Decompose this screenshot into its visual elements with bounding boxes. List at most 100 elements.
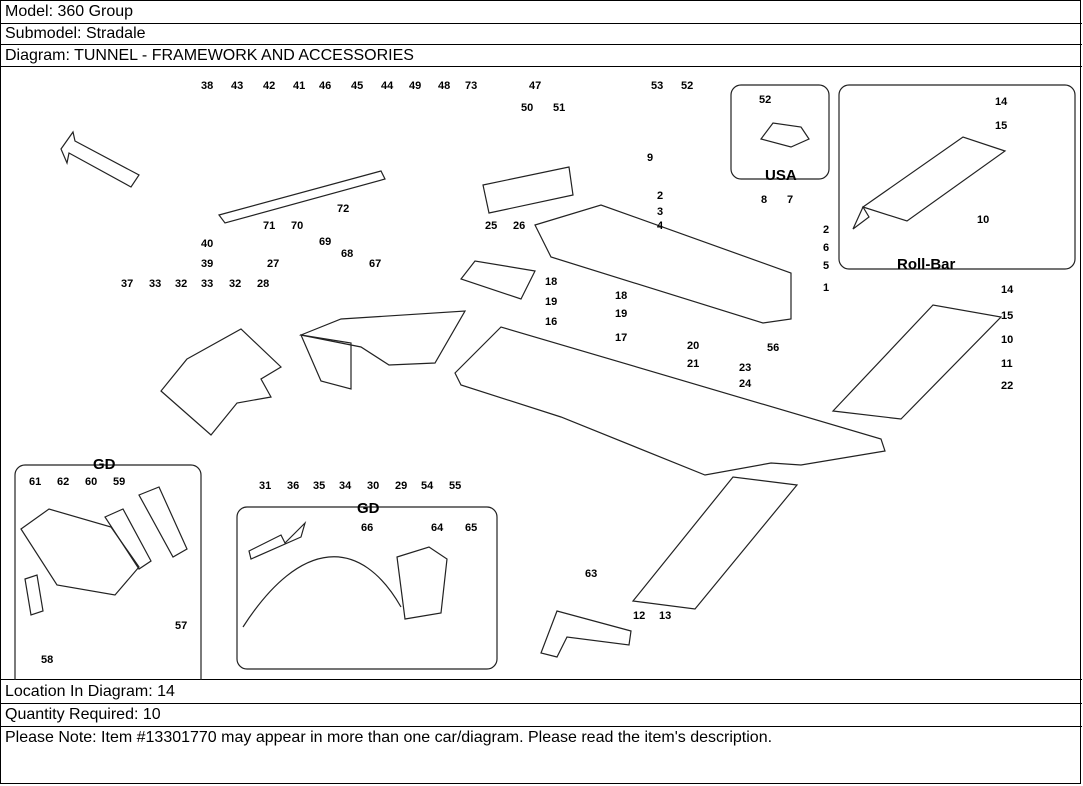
part-callout-58: 58 <box>41 654 53 666</box>
part-callout-6: 6 <box>823 242 829 254</box>
rollbar-label: Roll-Bar <box>897 256 956 273</box>
part-callout-47: 47 <box>529 80 541 92</box>
part-callout-28: 28 <box>257 278 269 290</box>
part-callout-65: 65 <box>465 522 477 534</box>
usa-inset-frame <box>730 84 830 180</box>
part-callout-71: 71 <box>263 220 275 232</box>
net-pocket-part <box>460 260 536 300</box>
part-callout-46: 46 <box>319 80 331 92</box>
part-callout-52: 52 <box>759 94 771 106</box>
part-callout-10: 10 <box>977 214 989 226</box>
part-callout-41: 41 <box>293 80 305 92</box>
part-callout-72: 72 <box>337 203 349 215</box>
gd-center-label: GD <box>357 500 380 517</box>
part-callout-18: 18 <box>545 276 557 288</box>
note-row: Please Note: Item #13301770 may appear i… <box>1 727 1082 785</box>
part-callout-2: 2 <box>657 190 663 202</box>
part-callout-61: 61 <box>29 476 41 488</box>
part-callout-1: 1 <box>823 282 829 294</box>
part-callout-24: 24 <box>739 378 752 390</box>
diagram-title-row: Diagram: TUNNEL - FRAMEWORK AND ACCESSOR… <box>1 45 1082 67</box>
part-callout-21: 21 <box>687 358 699 370</box>
part-callout-35: 35 <box>313 480 325 492</box>
part-callout-38: 38 <box>201 80 213 92</box>
direction-arrow-icon <box>60 130 140 188</box>
part-callout-69: 69 <box>319 236 331 248</box>
part-callout-16: 16 <box>545 316 557 328</box>
part-callout-4: 4 <box>657 220 664 232</box>
part-callout-49: 49 <box>409 80 421 92</box>
gd-pad-part <box>138 486 188 558</box>
gd-center-inset-frame <box>236 506 498 670</box>
part-callout-63: 63 <box>585 568 597 580</box>
part-callout-18: 18 <box>615 290 627 302</box>
usa-label: USA <box>765 167 797 184</box>
submodel-row: Submodel: Stradale <box>1 23 1082 45</box>
part-callout-31: 31 <box>259 480 271 492</box>
rollbar-lower-plate-part <box>831 304 1003 420</box>
part-callout-19: 19 <box>545 296 557 308</box>
part-callout-73: 73 <box>465 80 477 92</box>
part-callout-25: 25 <box>485 220 497 232</box>
gd-body-outline <box>242 556 402 628</box>
grip-bar-part <box>217 170 386 224</box>
part-callout-7: 7 <box>787 194 793 206</box>
diagram-title-text: Diagram: TUNNEL - FRAMEWORK AND ACCESSOR… <box>5 47 414 64</box>
part-callout-43: 43 <box>231 80 243 92</box>
part-callout-13: 13 <box>659 610 671 622</box>
part-callout-19: 19 <box>615 308 627 320</box>
part-callout-3: 3 <box>657 206 663 218</box>
floor-plate-part <box>631 476 799 610</box>
part-callout-34: 34 <box>339 480 352 492</box>
part-callout-33: 33 <box>149 278 161 290</box>
part-callout-67: 67 <box>369 258 381 270</box>
part-callout-14: 14 <box>995 96 1008 108</box>
rollbar-inset-frame <box>838 84 1076 270</box>
part-callout-10: 10 <box>1001 334 1013 346</box>
part-callout-52: 52 <box>681 80 693 92</box>
part-callout-9: 9 <box>647 152 653 164</box>
quantity-row: Quantity Required: 10 <box>1 704 1082 727</box>
usa-bracket-part <box>759 122 810 148</box>
location-text: Location In Diagram: 14 <box>5 683 175 700</box>
part-callout-40: 40 <box>201 238 213 250</box>
gd-left-label: GD <box>93 456 116 473</box>
location-row: Location In Diagram: 14 <box>1 681 1082 704</box>
part-callout-44: 44 <box>381 80 394 92</box>
part-callout-37: 37 <box>121 278 133 290</box>
part-callout-11: 11 <box>1001 358 1013 370</box>
part-callout-36: 36 <box>287 480 299 492</box>
gd-left-inset-frame <box>14 464 202 728</box>
part-callout-20: 20 <box>687 340 699 352</box>
tunnel-main-part <box>454 326 886 476</box>
part-callout-39: 39 <box>201 258 213 270</box>
part-callout-2: 2 <box>823 224 829 236</box>
part-callout-66: 66 <box>361 522 373 534</box>
quantity-text: Quantity Required: 10 <box>5 706 161 723</box>
part-callout-12: 12 <box>633 610 645 622</box>
part-callout-14: 14 <box>1001 284 1014 296</box>
part-callout-15: 15 <box>995 120 1007 132</box>
part-callout-5: 5 <box>823 260 829 272</box>
part-callout-17: 17 <box>615 332 627 344</box>
part-callout-64: 64 <box>431 522 444 534</box>
part-callout-32: 32 <box>175 278 187 290</box>
part-callout-56: 56 <box>767 342 779 354</box>
center-panel-part <box>298 310 467 366</box>
model-row: Model: 360 Group <box>1 1 1082 24</box>
part-callout-29: 29 <box>395 480 407 492</box>
part-callout-22: 22 <box>1001 380 1013 392</box>
part-callout-60: 60 <box>85 476 97 488</box>
gd-bracket-part <box>396 546 448 620</box>
note-text: Please Note: Item #13301770 may appear i… <box>5 729 773 746</box>
part-callout-48: 48 <box>438 80 450 92</box>
model-text: Model: 360 Group <box>5 3 134 20</box>
part-callout-50: 50 <box>521 102 533 114</box>
part-callout-68: 68 <box>341 248 353 260</box>
part-callout-32: 32 <box>229 278 241 290</box>
part-callout-42: 42 <box>263 80 275 92</box>
part-callout-70: 70 <box>291 220 303 232</box>
part-callout-30: 30 <box>367 480 379 492</box>
